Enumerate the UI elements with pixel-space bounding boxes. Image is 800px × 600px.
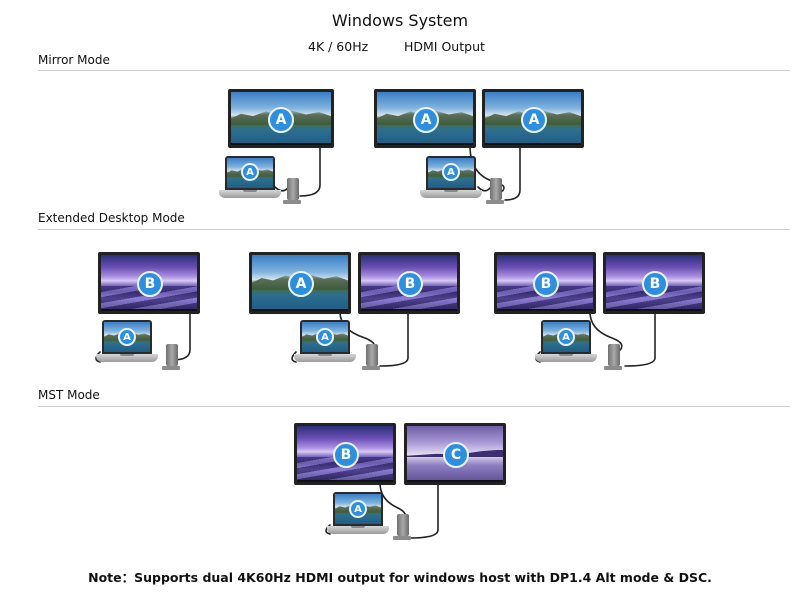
section-title-mst: MST Mode: [38, 388, 100, 402]
display-label-a: A: [521, 107, 547, 133]
section-title-mirror: Mirror Mode: [38, 53, 110, 67]
section-divider: [38, 406, 790, 407]
section-divider: [38, 229, 790, 230]
dock-icon: [162, 344, 180, 370]
dock-icon: [604, 344, 622, 370]
display-label-b: B: [642, 271, 668, 297]
section-title-extended: Extended Desktop Mode: [38, 211, 185, 225]
display-label-a: A: [118, 328, 136, 346]
display-label-b: B: [533, 271, 559, 297]
display-label-a: A: [241, 163, 259, 181]
output-label: HDMI Output: [404, 39, 485, 54]
section-divider: [38, 70, 790, 71]
display-label-a: A: [557, 328, 575, 346]
dock-icon: [283, 178, 301, 204]
display-label-a: A: [349, 500, 367, 518]
display-label-c: C: [443, 442, 469, 468]
display-label-a: A: [288, 271, 314, 297]
dock-icon: [393, 514, 411, 540]
display-label-b: B: [397, 271, 423, 297]
footnote: Note：Supports dual 4K60Hz HDMI output fo…: [88, 570, 712, 585]
display-label-a: A: [268, 107, 294, 133]
dock-icon: [486, 178, 504, 204]
dock-icon: [362, 344, 380, 370]
display-label-a: A: [442, 163, 460, 181]
display-label-b: B: [333, 442, 359, 468]
display-label-a: A: [413, 107, 439, 133]
resolution-label: 4K / 60Hz: [308, 39, 369, 54]
page-title: Windows System: [331, 11, 469, 30]
display-label-b: B: [137, 271, 163, 297]
display-label-a: A: [316, 328, 334, 346]
